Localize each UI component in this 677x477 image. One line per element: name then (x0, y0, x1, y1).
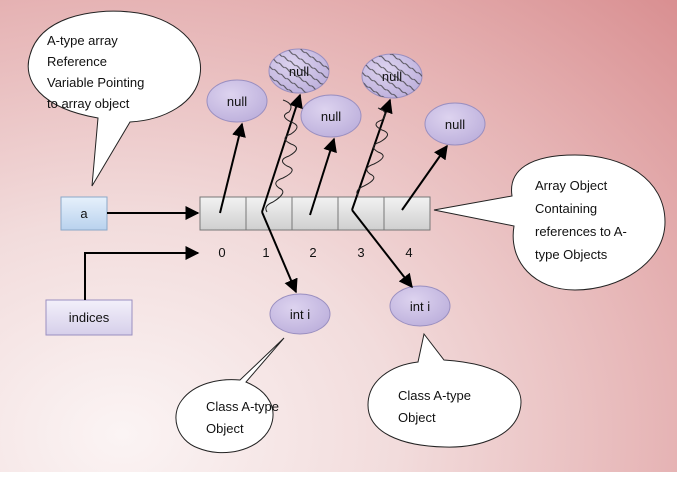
arrow-indices-to-labels (84, 246, 200, 300)
int-node-1: int i (269, 293, 331, 335)
arrow-cell2-to-null (309, 137, 337, 216)
indices-box: indices (45, 299, 133, 336)
int-label: int i (290, 307, 310, 322)
arrow-cell3-to-int (351, 209, 413, 289)
broken-reference-squiggle (265, 99, 298, 213)
callout-array-object: Array Object Containing references to A-… (433, 154, 666, 291)
callout-line: references to A- (535, 224, 627, 239)
callout-line: to array object (47, 96, 130, 111)
reference-box-a: a (60, 196, 108, 231)
array-cell (337, 196, 385, 231)
reference-label: a (80, 206, 88, 221)
index-label: 0 (218, 245, 225, 260)
callout-line: Variable Pointing (47, 75, 144, 90)
indices-label: indices (69, 310, 110, 325)
null-node-crossed-2: null (361, 53, 423, 99)
null-label: null (382, 69, 402, 84)
null-node-3: null (424, 102, 486, 146)
arrow-cell0-to-null (219, 122, 246, 214)
null-label: null (227, 94, 247, 109)
int-label: int i (410, 299, 430, 314)
arrow-cell1-to-int (261, 211, 298, 294)
array-object (199, 196, 431, 231)
null-node-2: null (300, 94, 362, 138)
callout-line: Object (206, 421, 244, 436)
index-label: 2 (309, 245, 316, 260)
null-label: null (445, 117, 465, 132)
callout-line: Class A-type (398, 388, 471, 403)
callout-class-object-left: Class A-type Object (175, 337, 285, 454)
callout-line: type Objects (535, 247, 608, 262)
arrow-cell4-to-null (401, 144, 448, 211)
callout-line: Array Object (535, 178, 608, 193)
callout-line: Reference (47, 54, 107, 69)
callout-class-object-right: Class A-type Object (367, 332, 522, 448)
null-label: null (289, 64, 309, 79)
index-label: 3 (357, 245, 364, 260)
array-cell (245, 196, 293, 231)
callout-line: Containing (535, 201, 597, 216)
broken-reference-squiggle (356, 107, 388, 197)
callout-line: Class A-type (206, 399, 279, 414)
callout-line: A-type array (47, 33, 118, 48)
null-label: null (321, 109, 341, 124)
callout-array-reference: A-type array Reference Variable Pointing… (27, 10, 202, 187)
callout-line: Object (398, 410, 436, 425)
index-label: 4 (405, 245, 412, 260)
arrow-cell1-to-null-crossed (261, 93, 303, 213)
null-node-crossed-1: null (268, 48, 330, 94)
null-node-1: null (206, 79, 268, 123)
index-label: 1 (262, 245, 269, 260)
int-node-2: int i (389, 285, 451, 327)
